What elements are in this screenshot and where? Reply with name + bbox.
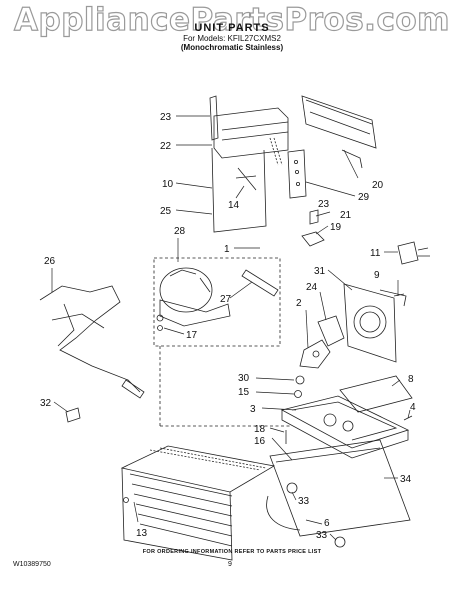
callout-29: 29 bbox=[358, 192, 370, 203]
callout-23: 23 bbox=[160, 112, 172, 123]
main-harness-part bbox=[39, 285, 141, 393]
page-title: UNIT PARTS bbox=[194, 22, 270, 34]
callout-28: 28 bbox=[174, 226, 186, 237]
callout-2: 2 bbox=[296, 298, 302, 309]
wire-harness-part bbox=[235, 167, 257, 191]
callout-18: 18 bbox=[254, 424, 266, 435]
callout-34: 34 bbox=[400, 474, 412, 485]
drain-tube-part bbox=[266, 495, 301, 531]
fan-shroud-part bbox=[343, 283, 397, 363]
model-line: For Models: KFIL27CXMS2 bbox=[183, 34, 281, 43]
foot-33a-part bbox=[286, 482, 298, 494]
page-number: 9 bbox=[228, 561, 232, 568]
callout-33a: 33 bbox=[298, 496, 310, 507]
clip-part bbox=[301, 231, 325, 247]
compressor-part bbox=[159, 267, 213, 313]
callout-24: 24 bbox=[306, 282, 318, 293]
callout-31: 31 bbox=[314, 266, 326, 277]
callout-23b: 23 bbox=[318, 199, 330, 210]
watermark: AppliancePartsPros.com bbox=[13, 1, 450, 38]
callout-26: 26 bbox=[44, 256, 56, 267]
header: UNIT PARTS For Models: KFIL27CXMS2 (Mono… bbox=[0, 22, 464, 53]
callout-33b: 33 bbox=[316, 530, 328, 541]
callout-6: 6 bbox=[324, 518, 330, 529]
grommet-30-part bbox=[295, 375, 305, 385]
callout-22: 22 bbox=[160, 141, 172, 152]
callout-17: 17 bbox=[186, 330, 198, 341]
grommet-15-part bbox=[294, 390, 302, 398]
connector-part bbox=[65, 407, 81, 423]
callout-13: 13 bbox=[136, 528, 148, 539]
fan-motor-part bbox=[317, 315, 345, 347]
callout-10: 10 bbox=[162, 179, 174, 190]
callout-21: 21 bbox=[340, 210, 352, 221]
callout-25: 25 bbox=[160, 206, 172, 217]
compressor-group-outline bbox=[153, 257, 281, 347]
callout-32: 32 bbox=[40, 398, 52, 409]
bracket-part bbox=[339, 375, 413, 413]
callout-20: 20 bbox=[372, 180, 384, 191]
callout-8: 8 bbox=[408, 374, 414, 385]
callout-9: 9 bbox=[374, 270, 380, 281]
callout-1: 1 bbox=[224, 244, 230, 255]
callout-4: 4 bbox=[410, 402, 416, 413]
fan-blade-part bbox=[299, 339, 331, 369]
condenser-part bbox=[213, 107, 289, 159]
condenser-coil-part bbox=[120, 445, 276, 493]
cover-part bbox=[301, 95, 377, 149]
callout-16: 16 bbox=[254, 436, 266, 447]
compressor-base-part bbox=[159, 299, 231, 327]
callout-11: 11 bbox=[370, 248, 381, 259]
callout-30: 30 bbox=[238, 373, 250, 384]
foot-33b-part bbox=[334, 536, 346, 548]
document-number: W10389750 bbox=[13, 561, 51, 568]
callout-14: 14 bbox=[228, 200, 240, 211]
ordering-note: FOR ORDERING INFORMATION REFER TO PARTS … bbox=[142, 549, 322, 555]
callout-19: 19 bbox=[330, 222, 342, 233]
mount-strip-part bbox=[287, 149, 307, 199]
condenser-bracket-part bbox=[209, 95, 219, 141]
callout-15: 15 bbox=[238, 387, 250, 398]
callout-3: 3 bbox=[250, 404, 256, 415]
drier-tube-part bbox=[241, 269, 279, 297]
finish-description: (Monochromatic Stainless) bbox=[180, 43, 284, 52]
callout-27: 27 bbox=[220, 294, 232, 305]
grommet-part bbox=[309, 209, 319, 225]
relay-part bbox=[397, 241, 419, 265]
drain-pan-part bbox=[269, 439, 411, 537]
